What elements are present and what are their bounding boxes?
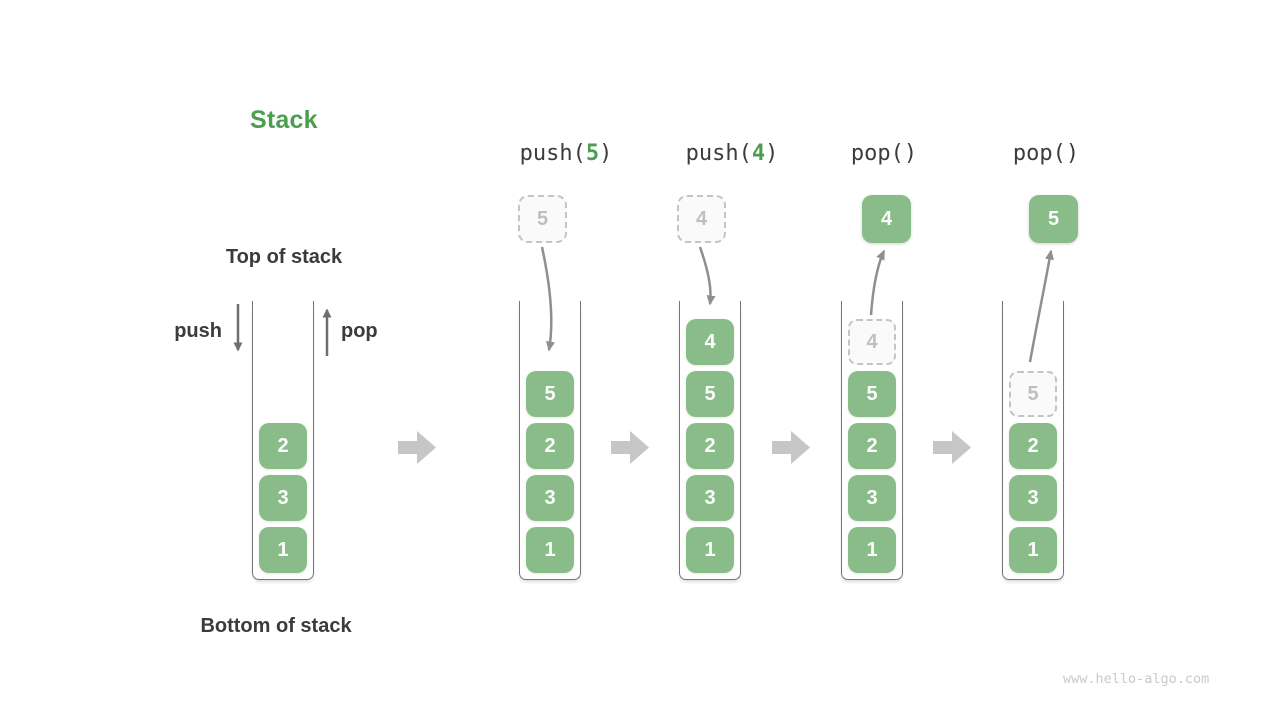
op-text: ) [599,141,613,166]
stack-item-ghost: 4 [848,319,896,365]
op-text: pop() [1012,141,1080,166]
incoming-value-box-5: 5 [518,195,567,243]
stack-item: 3 [526,475,574,521]
stack-item: 5 [526,371,574,417]
op-label-pop-2: pop() [936,141,1156,166]
stack-item: 2 [526,423,574,469]
top-of-stack-label: Top of stack [225,246,343,268]
bottom-of-stack-label: Bottom of stack [200,615,352,637]
op-text: push( [519,141,586,166]
op-text: pop() [850,141,918,166]
op-label-push-4: push(4) [622,141,842,166]
stack-item: 5 [848,371,896,417]
op-arg: 5 [585,141,600,166]
stack-item: 2 [848,423,896,469]
stack-item: 1 [1009,527,1057,573]
push-4-curve-arrow [698,246,716,306]
op-text: ) [765,141,779,166]
incoming-value-box-4: 4 [677,195,726,243]
stack-item: 2 [1009,423,1057,469]
pop-label: pop [341,320,378,342]
stack-after-push-4: 4 5 2 3 1 [679,301,741,580]
popped-value-box-4: 4 [862,195,911,243]
step-arrow [611,431,649,464]
stack-item: 2 [686,423,734,469]
stack-item: 3 [848,475,896,521]
watermark: www.hello-algo.com [1063,671,1210,687]
diagram-title: Stack [250,106,318,134]
stack-initial: 2 3 1 [252,301,314,580]
stack-after-push-5: 5 2 3 1 [519,301,581,580]
stack-item: 1 [526,527,574,573]
push-label: push [174,320,222,342]
step-arrow [933,431,971,464]
stack-item: 3 [686,475,734,521]
stack-item: 1 [848,527,896,573]
step-arrow [772,431,810,464]
stack-after-pop-5: 5 2 3 1 [1002,301,1064,580]
stack-item: 2 [259,423,307,469]
stack-item: 5 [686,371,734,417]
stack-item-ghost: 5 [1009,371,1057,417]
stack-item: 1 [686,527,734,573]
stack-item: 4 [686,319,734,365]
stack-item: 3 [1009,475,1057,521]
stack-item: 3 [259,475,307,521]
stack-item: 1 [259,527,307,573]
step-arrow [398,431,436,464]
op-label-push-5: push(5) [456,141,676,166]
stack-after-pop-4: 4 5 2 3 1 [841,301,903,580]
op-text: push( [685,141,752,166]
op-label-pop-1: pop() [774,141,994,166]
popped-value-box-5: 5 [1029,195,1078,243]
op-arg: 4 [751,141,766,166]
